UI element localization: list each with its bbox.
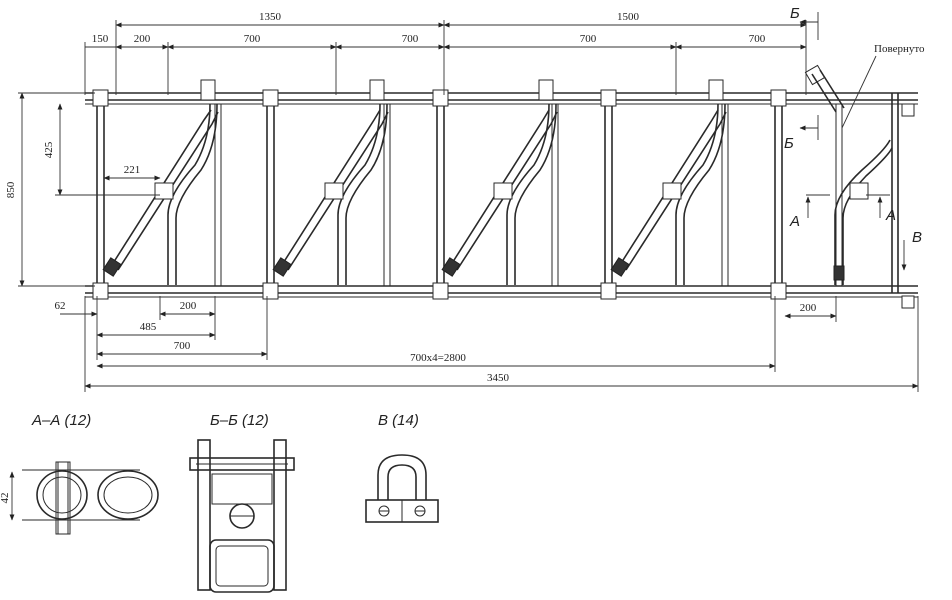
dim-200-b: 200 bbox=[180, 300, 197, 312]
dim-700-b: 700 bbox=[402, 33, 419, 45]
top-dimensions: 1350 1500 150 200 700 700 700 700 bbox=[84, 11, 807, 95]
main-frame bbox=[85, 79, 918, 309]
view-mark-v: В bbox=[912, 229, 922, 246]
section-v-title: В (14) bbox=[378, 412, 419, 429]
dim-485: 485 bbox=[140, 321, 157, 333]
bottom-dimensions: 62 200 485 700 700x4=2800 3450 200 bbox=[55, 296, 919, 392]
dim-700-d: 700 bbox=[749, 33, 766, 45]
dim-2800: 700x4=2800 bbox=[410, 352, 466, 364]
dim-3450: 3450 bbox=[487, 372, 510, 384]
dim-200-right: 200 bbox=[800, 302, 817, 314]
section-marks: Б Б А А В Повернуто bbox=[784, 5, 925, 271]
section-aa-title: А–А (12) bbox=[31, 412, 91, 429]
section-mark-a-right: А bbox=[885, 207, 896, 224]
dim-200-top: 200 bbox=[134, 33, 151, 45]
section-v: В (14) bbox=[365, 412, 439, 523]
dim-1350: 1350 bbox=[259, 11, 282, 23]
dim-850: 850 bbox=[5, 181, 17, 198]
dim-1500: 1500 bbox=[617, 11, 640, 23]
section-bb-title: Б–Б (12) bbox=[210, 412, 269, 429]
rotated-label: Повернуто bbox=[874, 43, 925, 55]
dim-150: 150 bbox=[92, 33, 109, 45]
section-bb: Б–Б (12) bbox=[189, 412, 295, 593]
dim-42: 42 bbox=[0, 493, 11, 504]
section-mark-b-bottom: Б bbox=[784, 135, 794, 152]
dim-700-bottom: 700 bbox=[174, 340, 191, 352]
dim-700-a: 700 bbox=[244, 33, 261, 45]
dim-425: 425 bbox=[43, 141, 55, 158]
dim-221: 221 bbox=[124, 164, 141, 176]
section-mark-a-left: А bbox=[789, 213, 800, 230]
dim-700-c: 700 bbox=[580, 33, 597, 45]
left-dimensions: 850 425 221 bbox=[5, 92, 161, 287]
section-mark-b-top: Б bbox=[790, 5, 800, 22]
section-aa: А–А (12) 42 bbox=[0, 412, 159, 535]
dim-62: 62 bbox=[55, 300, 66, 312]
gate-bars bbox=[102, 64, 893, 285]
